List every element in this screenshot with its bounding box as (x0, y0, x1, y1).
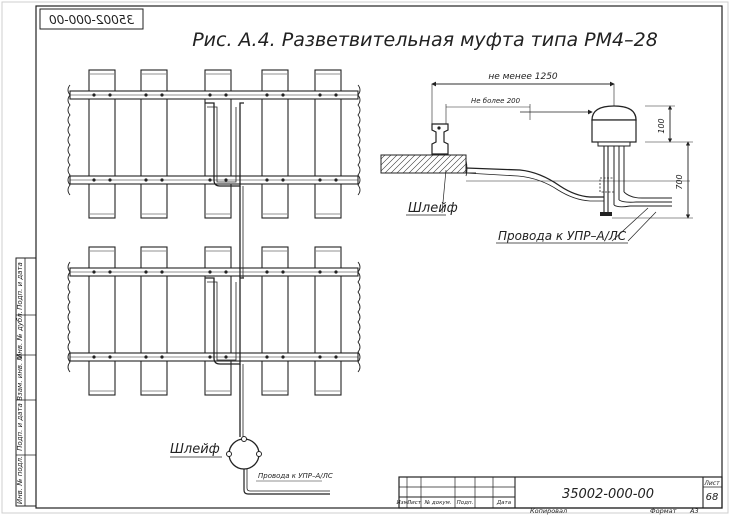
dim-100-label: 100 (657, 118, 666, 133)
section-shleif-label: Шлейф (408, 201, 458, 216)
tb-sheet-number: 68 (706, 492, 719, 503)
dim-700-label: 700 (675, 174, 684, 189)
dim-min-label: не менее 1250 (488, 72, 558, 82)
cable-loop-upper (205, 102, 244, 187)
dim-max-label: Не более 200 (471, 97, 521, 105)
mirrored-doc-number-box: 35002-000-00 (39, 8, 144, 30)
stamp-label-5: Инв. № подл. (16, 456, 24, 504)
coupling-plan (226, 436, 330, 495)
tb-col-sign: Подп. (457, 500, 474, 506)
stamp-label-2: Инв. № дубл. (16, 311, 24, 359)
tb-format-label: Формат (650, 507, 677, 515)
mirrored-doc-number: 35002-000-00 (49, 13, 134, 27)
tb-doc-number: 35002-000-00 (562, 487, 654, 502)
figure-title: Рис. А.4. Разветвительная муфта типа РМ4… (192, 29, 658, 51)
section-wires-label: Провода к УПР–А/ЛС (498, 229, 627, 243)
tb-copied: Копировал (530, 507, 567, 515)
section-view: не менее 1250 Не более 200 (380, 72, 693, 242)
tb-sheet-label: Лист (703, 480, 720, 487)
stamp-label-3: Взам. инв. № (16, 353, 24, 401)
trunk-cable (239, 186, 244, 437)
tb-col-izm: Изм. (397, 500, 410, 506)
stamp-label-1: Подп. и дата (16, 262, 24, 310)
tb-format-value: А3 (689, 507, 699, 515)
title-block (398, 476, 723, 509)
stamp-label-4: Подп. и дата (16, 403, 24, 451)
plan-wires-label: Провода к УПР–А/ЛС (258, 472, 333, 480)
side-stamp: Подп. и дата Инв. № дубл. Взам. инв. № П… (15, 257, 37, 507)
tb-col-list: Лист (406, 500, 422, 506)
tb-col-date: Дата (496, 500, 512, 506)
tb-col-doc: № докум. (423, 500, 451, 506)
cable-loop-lower (205, 277, 244, 365)
plan-shleif-label: Шлейф (170, 442, 220, 457)
